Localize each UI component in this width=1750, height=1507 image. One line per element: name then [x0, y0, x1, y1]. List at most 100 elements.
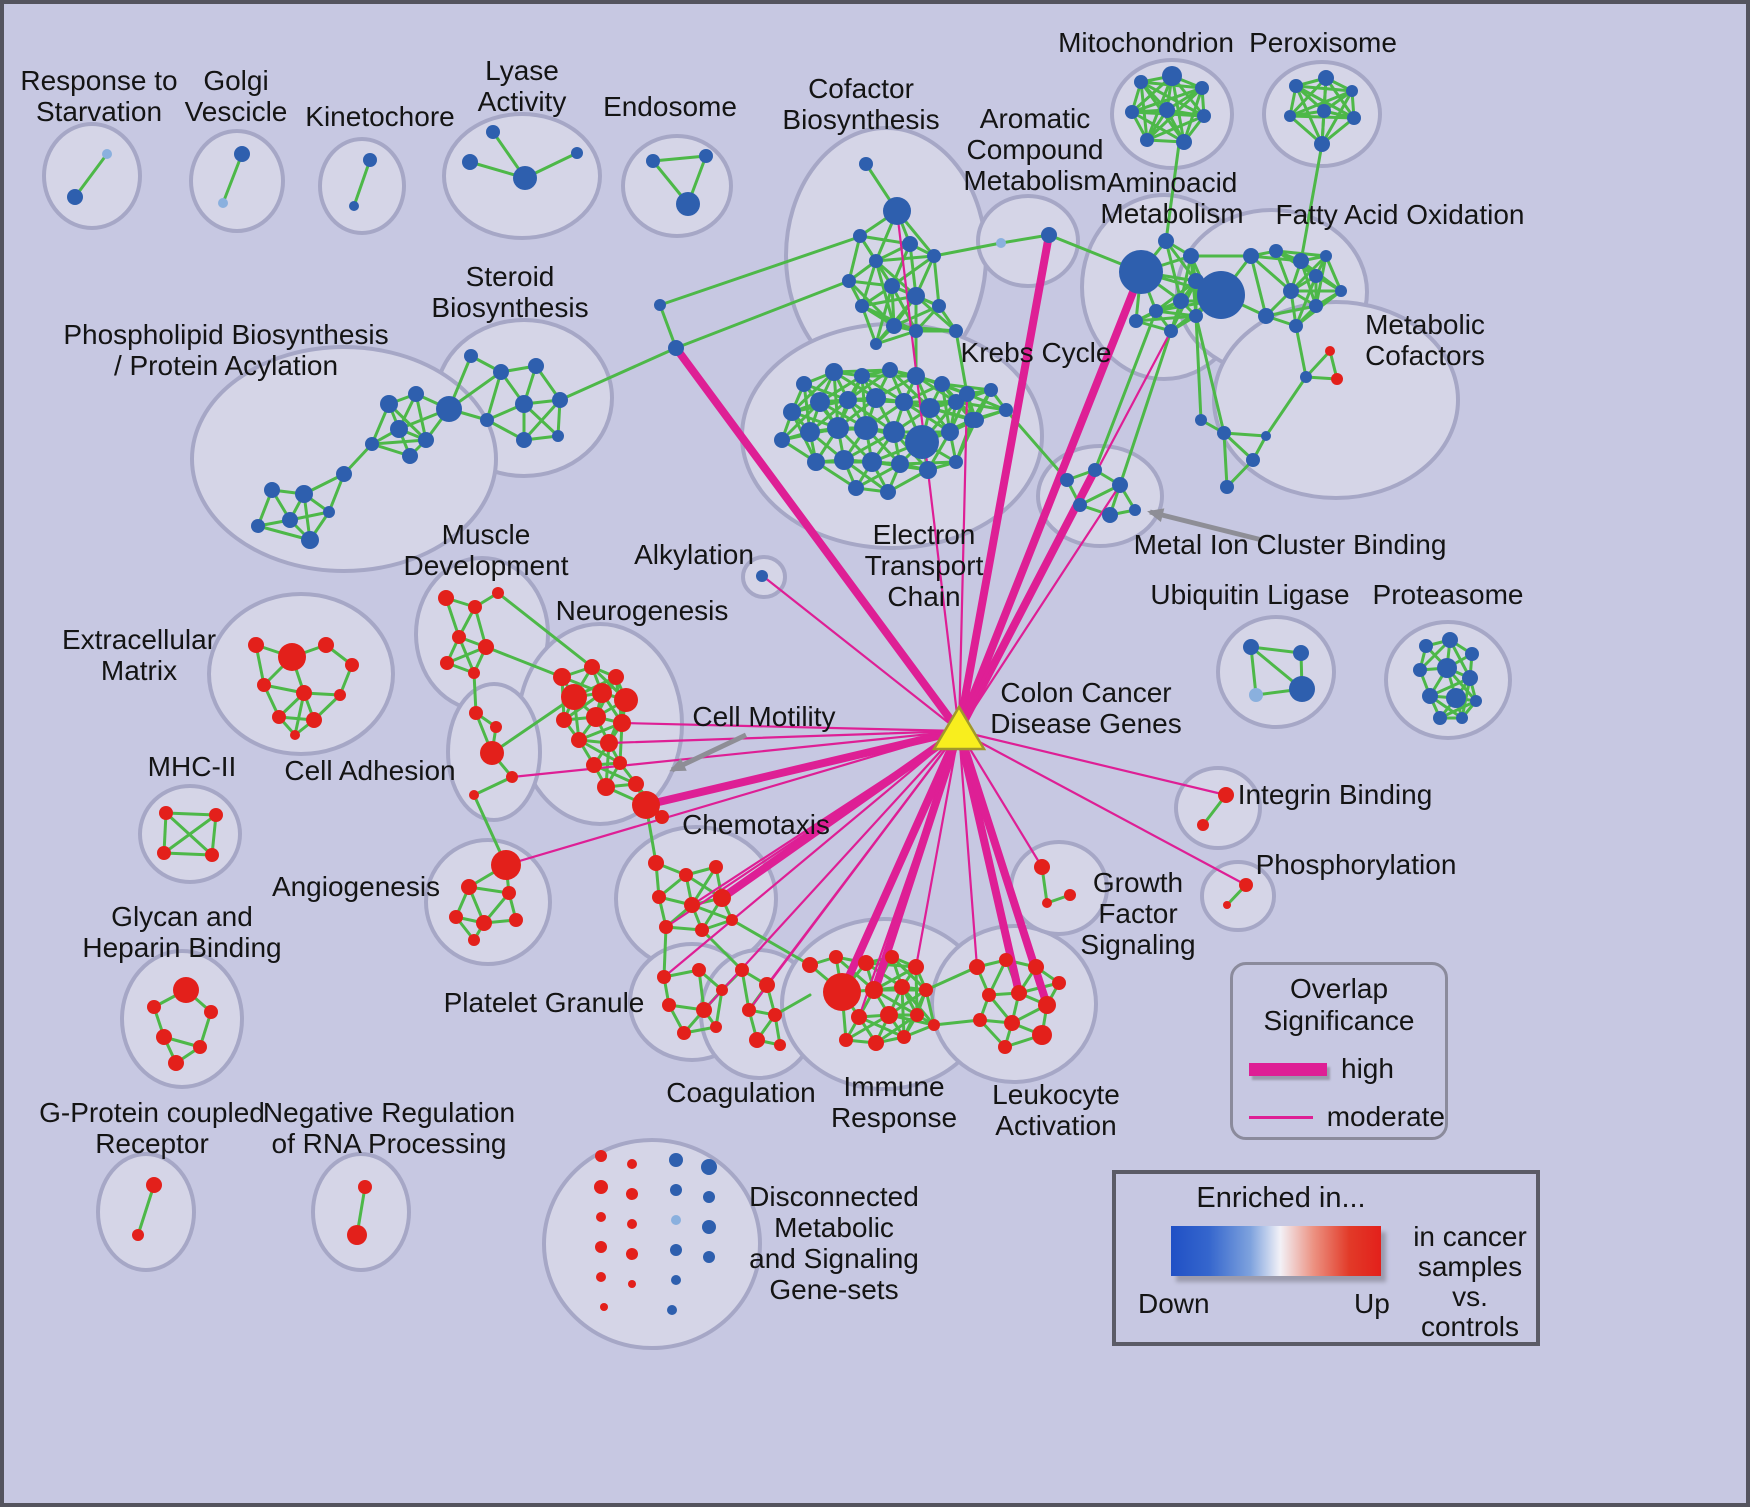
- gene-set-node-cofactor-biosynthesis: [842, 274, 856, 288]
- label-muscle-development: Development: [404, 550, 569, 581]
- label-coagulation: Coagulation: [666, 1077, 815, 1108]
- label-lyase-activity: Activity: [478, 86, 567, 117]
- gene-set-node-cofactor-biosynthesis: [869, 254, 883, 268]
- gene-set-node-extracellular-matrix: [257, 678, 271, 692]
- gene-set-edge: [1164, 239, 1183, 303]
- gene-set-node-muscle-development: [468, 600, 482, 614]
- gene-set-node-mitochondrion: [1134, 75, 1148, 89]
- gene-set-node-fatty-acid-oxidation: [1283, 283, 1299, 299]
- gene-set-node-peroxisome: [1314, 136, 1330, 152]
- significance-edge-high: [955, 231, 1053, 735]
- inter-cluster-edge: [932, 241, 1003, 258]
- cluster-area-proteasome: [1384, 620, 1512, 740]
- gene-set-node-coagulation: [759, 977, 775, 993]
- gene-set-node-neurogenesis: [556, 712, 572, 728]
- significance-edge-moderate: [957, 483, 1122, 733]
- gene-set-node-phospholipid-biosynthesis-protein-acylation: [336, 466, 352, 482]
- gene-set-node-extracellular-matrix: [306, 712, 322, 728]
- significance-edge-moderate: [762, 575, 961, 733]
- gene-set-node-integrin-binding: [1218, 787, 1234, 803]
- high-significance-label: high: [1341, 1053, 1394, 1084]
- gene-set-node-electron-transport-chain: [810, 392, 830, 412]
- gene-set-node-phospholipid-biosynthesis-protein-acylation: [380, 395, 398, 413]
- gene-set-node-ubiquitin-ligase: [1293, 645, 1309, 661]
- gene-set-node-metal-ion-cluster-binding: [1112, 477, 1128, 493]
- gene-set-node-cofactor-biosynthesis: [859, 157, 873, 171]
- cell-motility-pointer-arrow: [669, 732, 748, 773]
- gene-set-node-neurogenesis: [571, 732, 587, 748]
- gene-set-node-disconnected-gene-sets: [626, 1188, 638, 1200]
- label-g-protein-coupled-receptor: G-Protein coupled: [39, 1097, 265, 1128]
- cluster-area-phosphorylation: [1200, 860, 1276, 932]
- gene-set-edge: [892, 304, 941, 328]
- gene-set-node-metabolic-cofactors: [1195, 414, 1207, 426]
- gene-set-node-fatty-acid-oxidation: [1309, 269, 1323, 283]
- cluster-area-disconnected-gene-sets: [542, 1138, 762, 1350]
- gene-set-node-electron-transport-chain: [895, 393, 913, 411]
- gene-set-edge: [1249, 254, 1268, 318]
- gene-set-node-extracellular-matrix: [278, 643, 306, 671]
- gene-set-edge: [874, 259, 896, 328]
- gene-set-node-aminoacid-metabolism: [1129, 314, 1143, 328]
- significance-edge-high: [955, 727, 1051, 1009]
- gene-set-node-electron-transport-chain: [880, 484, 896, 500]
- gene-set-node-metal-ion-cluster-binding: [1073, 498, 1087, 512]
- inter-cluster-edge: [1194, 314, 1226, 435]
- enrichment-note-line1: in cancer: [1413, 1221, 1527, 1252]
- gene-set-node-immune-response: [880, 1006, 898, 1024]
- gene-set-node-electron-transport-chain: [854, 368, 870, 384]
- gene-set-node-disconnected-gene-sets: [701, 1159, 717, 1175]
- gene-set-node-neurogenesis: [608, 669, 624, 685]
- gene-set-node-electron-transport-chain: [968, 412, 984, 428]
- gene-set-node-extracellular-matrix: [290, 730, 300, 740]
- significance-edge-moderate: [957, 329, 1173, 733]
- inter-cluster-edge: [1264, 375, 1308, 438]
- significance-edge-high: [838, 727, 963, 996]
- gene-set-node-peroxisome: [1289, 79, 1303, 93]
- gene-set-node-platelet-granule: [710, 1021, 722, 1033]
- gene-set-edge: [1249, 254, 1293, 293]
- gene-set-node-growth-factor-signaling: [1042, 898, 1052, 908]
- gene-set-node-integrin-binding: [1197, 819, 1209, 831]
- inter-cluster-edge: [674, 279, 851, 350]
- gene-set-node-negative-regulation-of-rna-processing: [358, 1180, 372, 1194]
- gene-set-edge: [874, 1013, 919, 1045]
- gene-set-node-proteasome: [1442, 632, 1458, 648]
- label-cell-motility: Cell Motility: [692, 701, 835, 732]
- gene-set-node-leukocyte-activation: [999, 953, 1013, 967]
- gene-set-node-electron-transport-chain: [984, 383, 998, 397]
- gene-set-node-growth-factor-signaling: [1064, 889, 1076, 901]
- gene-set-node-electron-transport-chain: [959, 386, 975, 402]
- gene-set-node-metabolic-cofactors: [1220, 480, 1234, 494]
- gene-set-node-mitochondrion: [1195, 81, 1209, 95]
- gene-set-node-fatty-acid-oxidation: [1293, 253, 1309, 269]
- gene-set-node-glycan-heparin-binding: [147, 1000, 161, 1014]
- gene-set-node-phospholipid-biosynthesis-protein-acylation: [418, 432, 434, 448]
- gene-set-node-immune-response: [802, 957, 818, 973]
- gene-set-edge: [1294, 84, 1324, 146]
- gene-set-node-electron-transport-chain: [934, 376, 950, 392]
- gene-set-node-mitochondrion: [1176, 134, 1192, 150]
- label-colon-cancer-hub: Disease Genes: [990, 708, 1181, 739]
- gene-set-node-electron-transport-chain: [949, 455, 963, 469]
- label-disconnected-gene-sets: Metabolic: [774, 1212, 894, 1243]
- gene-set-node-electron-transport-chain: [839, 391, 857, 409]
- enrichment-up-label: Up: [1354, 1288, 1390, 1319]
- gene-set-node-extracellular-matrix: [248, 637, 264, 653]
- gene-set-edge: [900, 985, 906, 1039]
- significance-edge-moderate: [957, 729, 1228, 797]
- gene-set-node-metabolic-cofactors: [1300, 371, 1312, 383]
- label-electron-transport-chain: Electron: [873, 519, 976, 550]
- gene-set-node-coagulation: [774, 1039, 786, 1051]
- gene-set-node-electron-transport-chain: [774, 432, 790, 448]
- gene-set-node-platelet-granule: [696, 1002, 712, 1018]
- gene-set-node-neurogenesis: [597, 778, 615, 796]
- gene-set-node-chemotaxis: [726, 914, 738, 926]
- gene-set-node-cell-adhesion: [490, 721, 502, 733]
- label-colon-cancer-hub: Colon Cancer: [1000, 677, 1171, 708]
- gene-set-node-electron-transport-chain: [920, 398, 940, 418]
- label-proteasome: Proteasome: [1373, 579, 1524, 610]
- gene-set-node-mhc-ii: [205, 848, 219, 862]
- label-chemotaxis: Chemotaxis: [682, 809, 830, 840]
